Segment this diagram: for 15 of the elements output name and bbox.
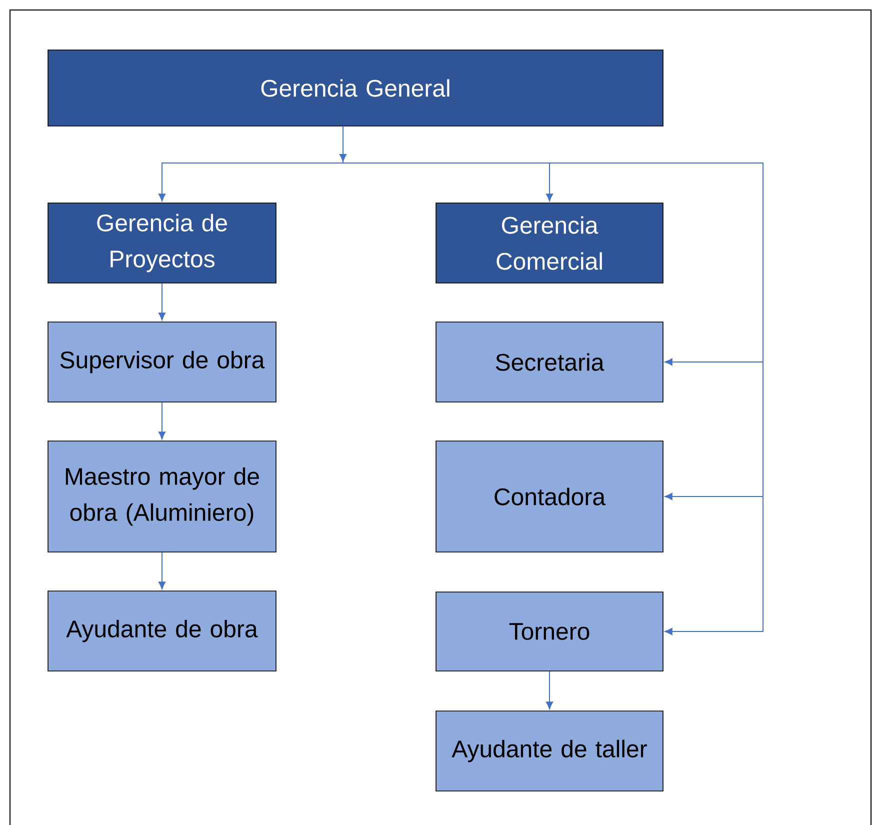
role-box: Ayudante de obra <box>48 590 276 672</box>
role-box: Secretaria <box>436 322 664 402</box>
header-box: Gerencia de Proyectos <box>48 202 276 284</box>
role-box: Ayudante de taller <box>436 710 664 792</box>
role-box: Tornero <box>436 592 664 672</box>
role-box: Maestro mayor de obra (Aluminiero) <box>48 440 276 552</box>
role-box: Contadora <box>436 440 664 552</box>
arrow <box>158 282 166 320</box>
role-box: Supervisor de obra <box>48 322 276 402</box>
header-box: Gerencia Comercial <box>436 202 664 284</box>
arrow <box>546 670 554 710</box>
header-box: Gerencia General <box>48 50 664 126</box>
arrow <box>158 402 166 440</box>
arrow <box>158 552 166 590</box>
arrow <box>342 126 764 636</box>
